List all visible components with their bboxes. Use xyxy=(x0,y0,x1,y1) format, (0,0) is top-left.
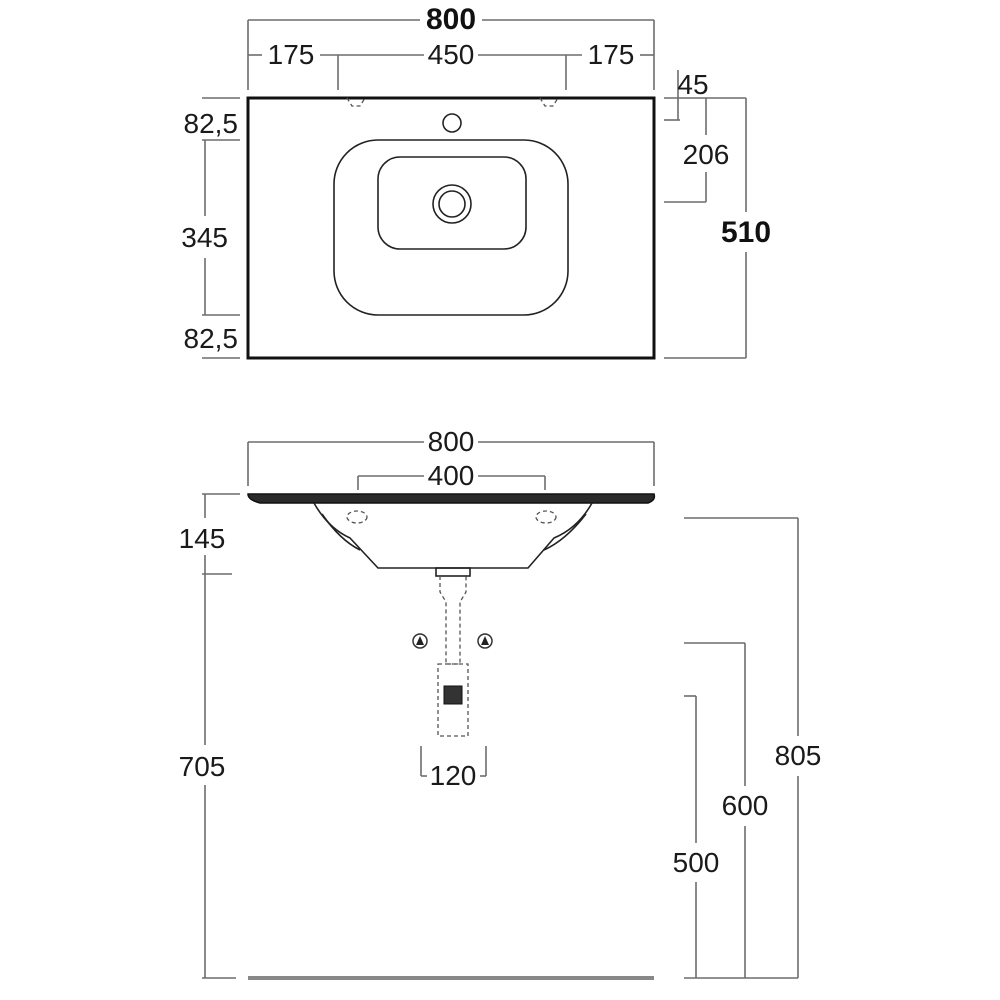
basin-inner-left xyxy=(321,513,361,551)
label-plan-depth-back: 82,5 xyxy=(184,108,239,139)
dim-front-width-bowl: 400 xyxy=(357,460,546,491)
wall-fixing-left xyxy=(412,633,428,649)
dim-plan-depth-chain: 82,5 345 82,5 xyxy=(181,97,240,359)
dim-plan-depth-total: 510 xyxy=(664,97,771,359)
countertop-slab xyxy=(247,493,656,504)
dim-plan-width-total: 800 xyxy=(247,3,655,90)
dim-front-basin-height: 145 xyxy=(179,493,240,575)
label-front-height-right-mid: 600 xyxy=(722,790,769,821)
label-plan-depth-center: 345 xyxy=(181,222,228,253)
bowl-outer xyxy=(333,139,569,316)
dim-front-height-right-mid: 600 xyxy=(684,642,769,978)
trap-body xyxy=(437,663,469,737)
plan-view: 800 175 450 175 82,5 345 82,5 xyxy=(181,3,771,360)
label-front-basin-height: 145 xyxy=(179,523,226,554)
label-front-waste-spacing: 120 xyxy=(430,760,477,791)
label-front-width-total: 800 xyxy=(428,426,475,457)
waste-connector xyxy=(443,685,463,705)
label-plan-width-center: 450 xyxy=(428,39,475,70)
trap-pipe xyxy=(439,576,467,665)
dim-plan-width-chain: 175 450 175 xyxy=(248,39,654,90)
countertop-outline xyxy=(246,96,656,360)
bowl-inner xyxy=(377,156,527,250)
wall-fixing-right xyxy=(477,633,493,649)
dim-front-height-left: 705 xyxy=(179,574,236,979)
fixing-hole-right xyxy=(535,510,557,524)
basin-body xyxy=(313,502,593,569)
basin-inner-right xyxy=(543,513,587,551)
label-plan-tap-offset: 45 xyxy=(677,69,708,100)
label-front-height-right-total: 805 xyxy=(775,740,822,771)
label-plan-depth-front: 82,5 xyxy=(184,323,239,354)
dim-front-waste-spacing: 120 xyxy=(420,746,487,791)
tap-hole xyxy=(442,113,462,133)
label-plan-width-right: 175 xyxy=(588,39,635,70)
label-plan-bowl-offset: 206 xyxy=(683,139,730,170)
dim-plan-right-offsets: 45 206 xyxy=(664,69,730,203)
dim-front-height-right-total: 805 xyxy=(684,517,822,979)
label-plan-width-left: 175 xyxy=(268,39,315,70)
label-front-height-left: 705 xyxy=(179,751,226,782)
label-front-width-bowl: 400 xyxy=(428,460,475,491)
fixing-mark-right xyxy=(539,97,559,107)
drain-inner xyxy=(438,190,466,218)
fixing-hole-left xyxy=(346,510,368,524)
dim-front-width-total: 800 xyxy=(247,426,655,486)
label-plan-depth-total: 510 xyxy=(721,216,771,249)
label-plan-width-total: 800 xyxy=(426,3,476,36)
front-view: 800 400 120 145 xyxy=(179,426,822,980)
waste-outlet xyxy=(435,567,471,577)
fixing-mark-left xyxy=(346,97,366,107)
label-front-height-right-low: 500 xyxy=(673,847,720,878)
dim-front-height-right-low: 500 xyxy=(673,695,720,978)
drain-outer xyxy=(432,184,472,224)
